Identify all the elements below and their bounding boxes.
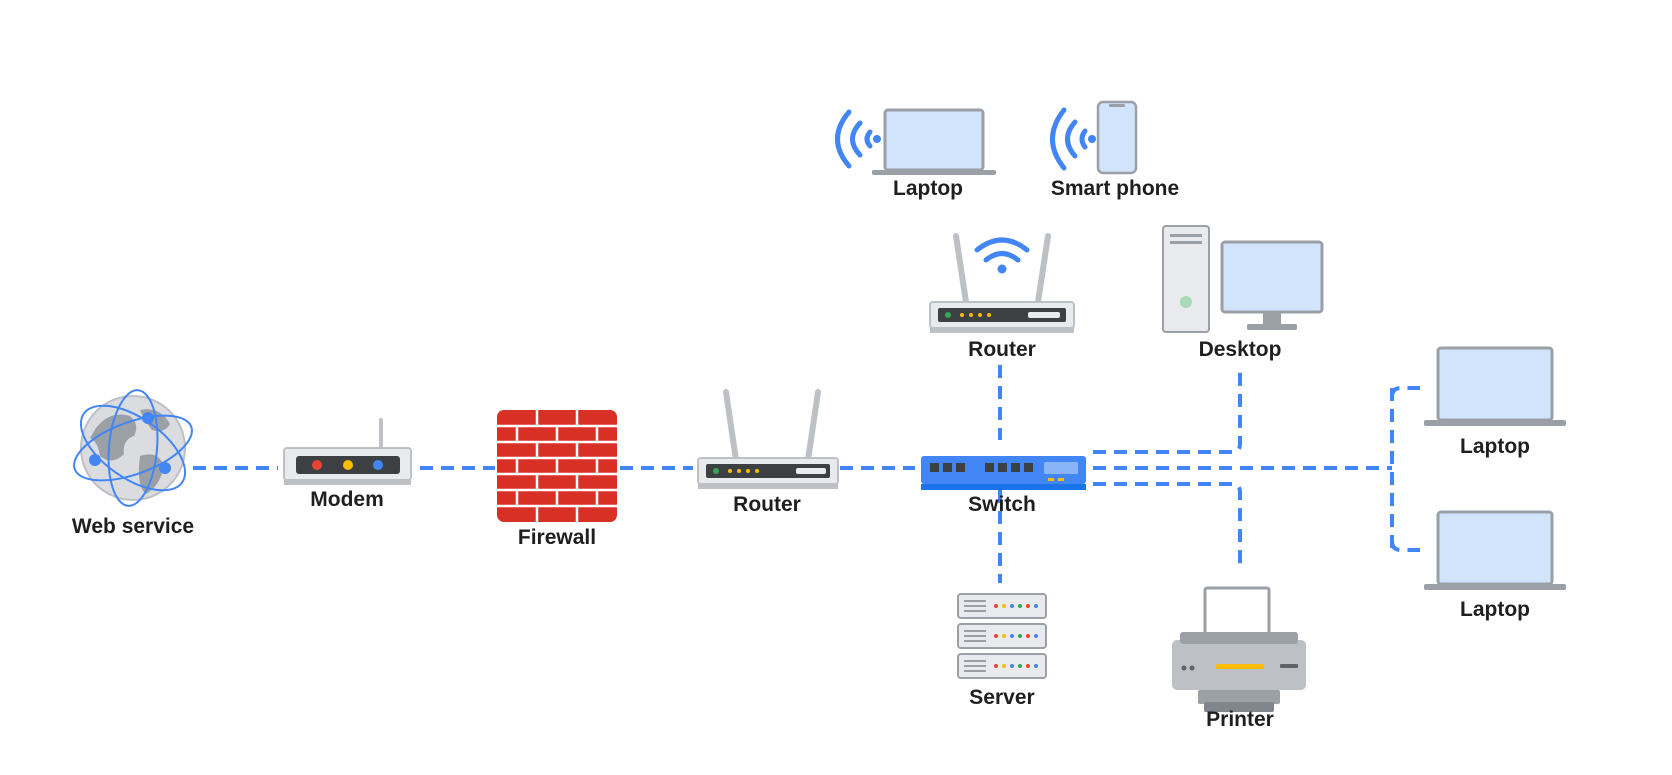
wifi-router-icon (929, 233, 1075, 333)
modem-icon (283, 418, 412, 485)
router-icon (697, 389, 839, 489)
link-switch-desktop (1093, 365, 1242, 454)
firewall-label: Firewall (517, 526, 597, 549)
desktop-label: Desktop (1198, 338, 1282, 361)
web-service-label: Web service (71, 515, 195, 538)
wireless-smartphone-icon (1050, 100, 1138, 175)
server-rack-icon (957, 593, 1047, 679)
laptop-wireless-label: Laptop (893, 177, 963, 200)
printer-icon (1172, 586, 1306, 712)
desktop-computer-icon (1162, 225, 1324, 333)
brick-wall-icon (497, 410, 617, 522)
laptop-bottom-label: Laptop (1460, 598, 1530, 621)
router-wifi-label: Router (968, 338, 1036, 361)
laptop-icon (1424, 346, 1566, 426)
link-switch-printer (1093, 482, 1242, 568)
link-laptop-bottom (1390, 540, 1420, 552)
wireless-laptop-icon (835, 108, 996, 175)
links (193, 365, 1420, 583)
modem-label: Modem (310, 488, 384, 511)
laptop-icon (1424, 510, 1566, 590)
laptop-top-label: Laptop (1460, 435, 1530, 458)
switch-label: Switch (968, 493, 1036, 516)
server-label: Server (969, 686, 1035, 709)
link-laptop-top (1390, 386, 1420, 398)
printer-label: Printer (1206, 708, 1274, 731)
network-switch-icon (921, 456, 1086, 490)
globe-network-icon (73, 389, 193, 507)
smartphone-label: Smart phone (1050, 177, 1180, 200)
router-main-label: Router (733, 493, 801, 516)
